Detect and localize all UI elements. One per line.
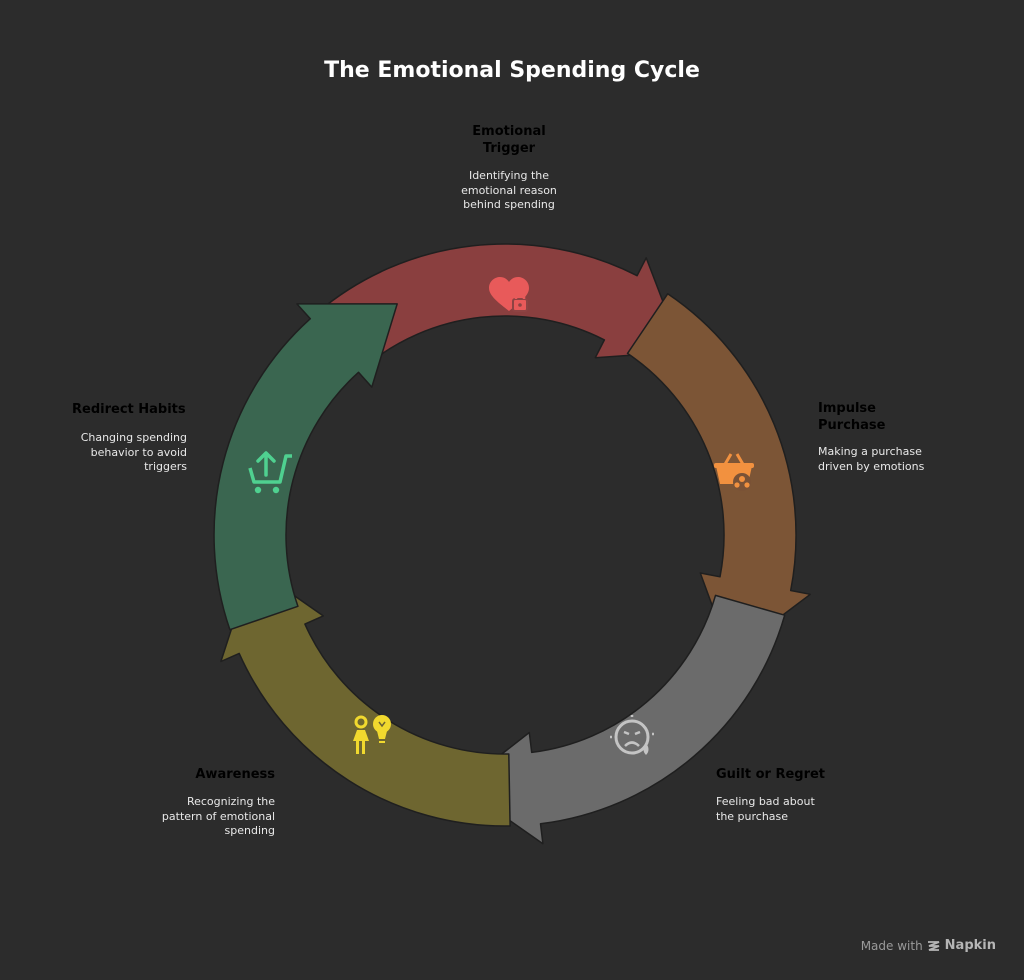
segment-redirect-habits (213, 303, 398, 631)
cycle-icons (248, 277, 754, 755)
step-heading-redirect-habits: Redirect Habits (72, 402, 186, 417)
step-description-redirect-habits: Changing spending behavior to avoid trig… (80, 431, 187, 473)
cart-up-arrow-icon (248, 451, 292, 494)
step-description-emotional-trigger: Identifying the emotional reason behind … (461, 169, 557, 211)
sad-face-icon (610, 715, 654, 755)
shopping-basket-icon (714, 453, 754, 491)
person-lightbulb-icon (353, 715, 391, 754)
segment-awareness (220, 565, 511, 827)
segment-guilt-or-regret (459, 594, 786, 845)
step-heading-guilt-or-regret: Guilt or Regret (716, 767, 826, 782)
footer-watermark: Made with Napkin (861, 938, 996, 953)
step-description-awareness: Recognizing the pattern of emotional spe… (161, 795, 275, 837)
step-heading-emotional-trigger: Emotional Trigger (472, 124, 546, 156)
step-heading-awareness: Awareness (195, 767, 275, 782)
napkin-logo-icon (927, 940, 940, 951)
step-description-guilt-or-regret: Feeling bad about the purchase (716, 795, 815, 823)
heart-lock-icon (489, 277, 529, 312)
step-description-impulse-purchase: Making a purchase driven by emotions (818, 445, 925, 473)
diagram-title: The Emotional Spending Cycle (324, 58, 700, 83)
cycle-segments (213, 243, 812, 845)
segment-emotional-trigger (317, 243, 683, 368)
step-heading-impulse-purchase: Impulse Purchase (818, 401, 886, 433)
napkin-brand-label: Napkin (944, 938, 996, 953)
made-with-label: Made with (860, 938, 923, 953)
